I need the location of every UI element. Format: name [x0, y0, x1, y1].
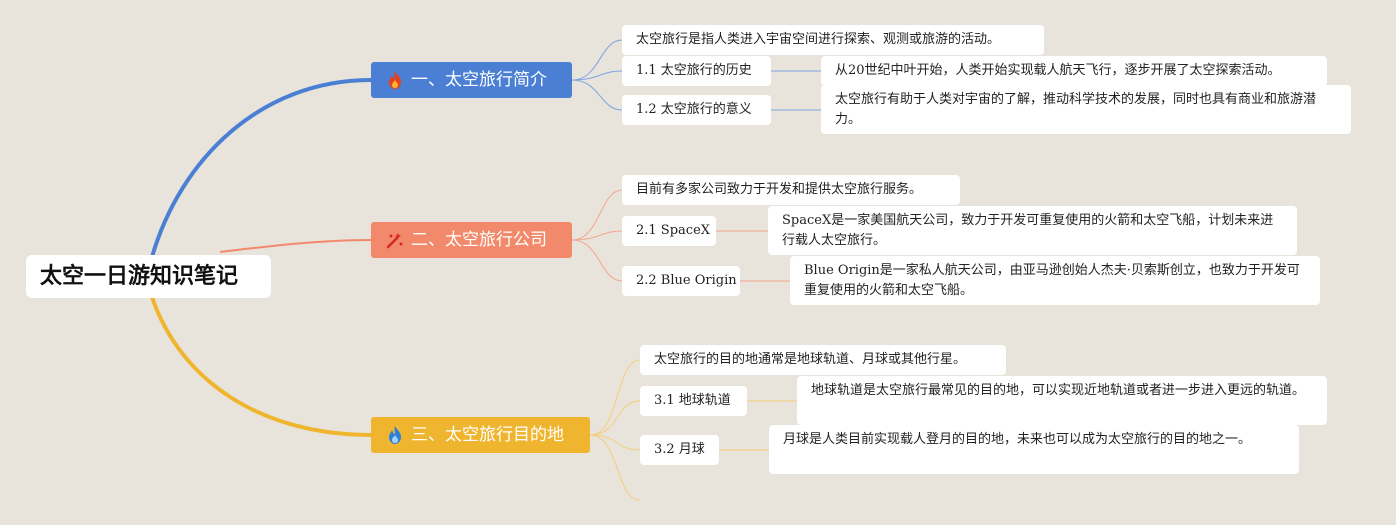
branch-1-summary[interactable]: 太空旅行是指人类进入宇宙空间进行探索、观测或旅游的活动。: [622, 25, 1044, 55]
branch-3[interactable]: 三、太空旅行目的地: [371, 417, 590, 453]
fire-icon: [385, 70, 405, 90]
topic-1-1[interactable]: 1.1 太空旅行的历史: [622, 56, 771, 86]
topic-2-2[interactable]: 2.2 Blue Origin: [622, 266, 740, 296]
branch-1[interactable]: 一、太空旅行简介: [371, 62, 572, 98]
branch-2-label: 二、太空旅行公司: [411, 230, 547, 250]
link-root-branch3: [150, 296, 372, 437]
link-b2-t1: [571, 230, 623, 241]
topic-3-1-detail[interactable]: 地球轨道是太空旅行最常见的目的地，可以实现近地轨道或者进一步进入更远的轨道。: [797, 376, 1327, 425]
link-root-branch1: [150, 78, 372, 258]
link-b3-summary: [589, 359, 641, 436]
link-b3-tail: [589, 434, 641, 501]
topic-1-2-detail[interactable]: 太空旅行有助于人类对宇宙的了解，推动科学技术的发展，同时也具有商业和旅游潜力。: [821, 85, 1351, 134]
flame-blue-icon: [385, 425, 405, 445]
topic-3-2-detail[interactable]: 月球是人类目前实现载人登月的目的地，未来也可以成为太空旅行的目的地之一。: [769, 425, 1299, 474]
topic-1-1-detail[interactable]: 从20世纪中叶开始，人类开始实现载人航天飞行，逐步开展了太空探索活动。: [821, 56, 1327, 86]
branch-3-summary[interactable]: 太空旅行的目的地通常是地球轨道、月球或其他行星。: [640, 345, 1006, 375]
topic-2-1-detail[interactable]: SpaceX是一家美国航天公司，致力于开发可重复使用的火箭和太空飞船，计划未来进…: [768, 206, 1297, 255]
link-b1-summary: [571, 39, 623, 81]
link-b2-t2: [571, 239, 623, 282]
topic-2-1[interactable]: 2.1 SpaceX: [622, 216, 716, 246]
link-b1-t2: [571, 79, 623, 111]
link-b3-t2: [589, 434, 641, 451]
link-b1-t1: [571, 70, 623, 81]
topic-3-1[interactable]: 3.1 地球轨道: [640, 386, 747, 416]
branch-2[interactable]: 二、太空旅行公司: [371, 222, 572, 258]
link-root-branch2: [219, 239, 372, 253]
topic-2-2-detail[interactable]: Blue Origin是一家私人航天公司，由亚马逊创始人杰夫·贝索斯创立，也致力…: [790, 256, 1320, 305]
branch-2-summary[interactable]: 目前有多家公司致力于开发和提供太空旅行服务。: [622, 175, 960, 205]
sparkles-icon: [385, 230, 405, 250]
branch-1-label: 一、太空旅行简介: [411, 70, 547, 90]
topic-1-2[interactable]: 1.2 太空旅行的意义: [622, 95, 771, 125]
branch-3-label: 三、太空旅行目的地: [411, 425, 564, 445]
link-b3-t1: [589, 400, 641, 436]
root-topic[interactable]: 太空一日游知识笔记: [26, 255, 271, 298]
topic-3-2[interactable]: 3.2 月球: [640, 435, 719, 465]
link-b2-summary: [571, 189, 623, 241]
